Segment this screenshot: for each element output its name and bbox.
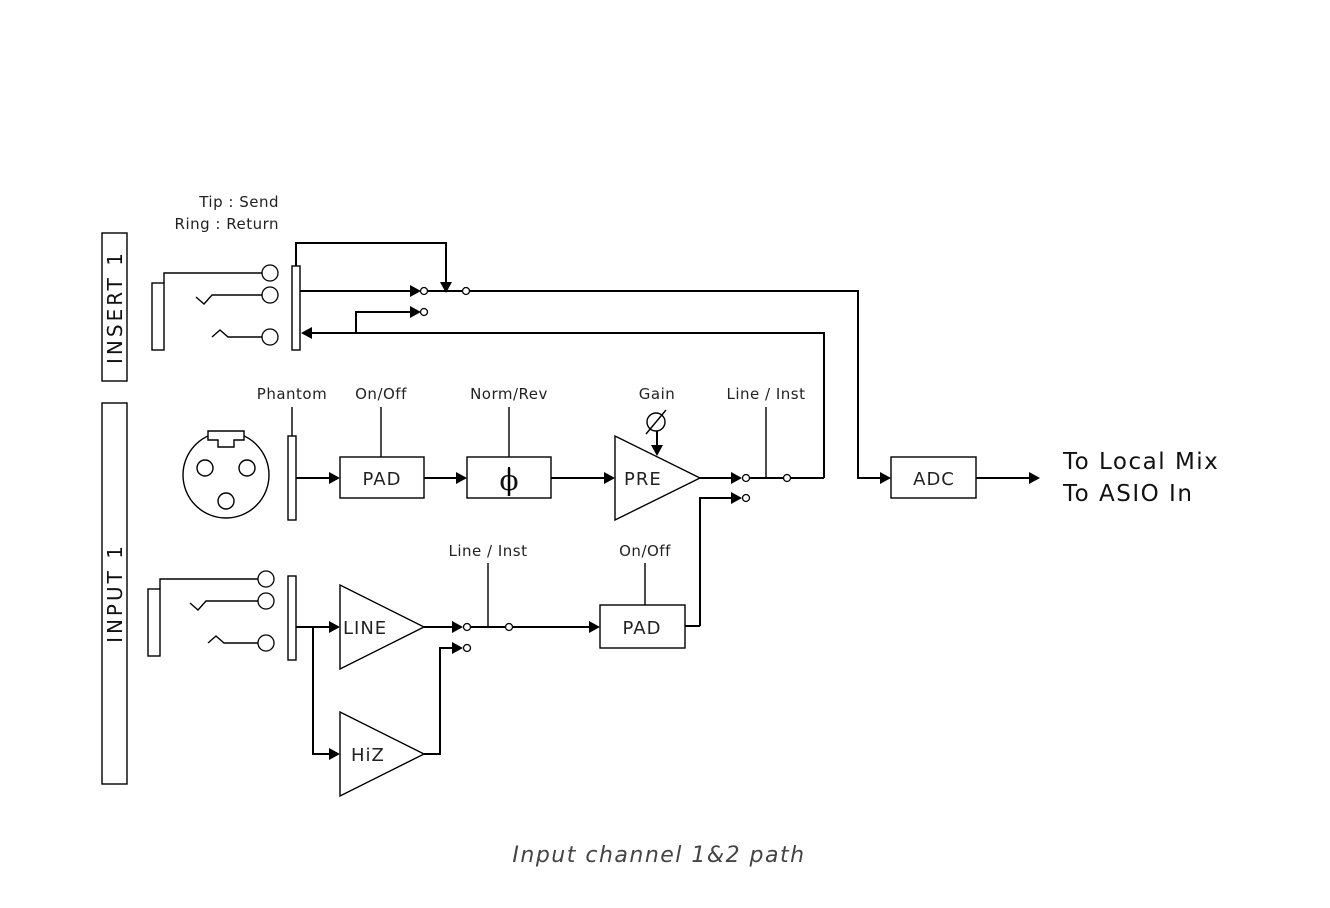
line-amp-text: LINE — [343, 618, 387, 639]
input-connector-bar — [287, 575, 297, 661]
return-arrow-icon — [301, 327, 312, 339]
arrow-icon — [452, 621, 463, 633]
arrow-icon — [329, 748, 340, 760]
pad2-block — [599, 604, 686, 649]
adc-block — [890, 456, 977, 499]
insert-section-label: INSERT 1 — [101, 232, 128, 382]
pad-block-text: PAD — [363, 469, 402, 490]
switch-contact — [741, 473, 751, 483]
arrow-icon — [452, 642, 463, 654]
arrow-icon — [410, 285, 421, 297]
switch-contact — [741, 493, 751, 503]
switch-contact — [462, 622, 472, 632]
phantom-bar — [287, 435, 297, 521]
output-arrow-icon — [1029, 472, 1040, 484]
norm-rev-label: Norm/Rev — [470, 385, 548, 403]
switch-contact — [462, 643, 472, 653]
to-asio-in-label: To ASIO In — [1062, 481, 1193, 507]
to-local-mix-label: To Local Mix — [1062, 449, 1219, 475]
pad2-block-text: PAD — [623, 618, 662, 639]
arrow-icon — [410, 306, 421, 318]
xlr-connector-icon — [182, 430, 270, 519]
arrow-icon — [651, 445, 663, 456]
pad-block — [339, 456, 425, 499]
input-trs-jack-icon — [147, 570, 275, 657]
adc-block-text: ADC — [913, 469, 955, 490]
arrow-icon — [731, 492, 742, 504]
switch-contact — [461, 286, 471, 296]
arrow-icon — [329, 621, 340, 633]
pad-on-off-label: On/Off — [355, 385, 407, 403]
switch-contact — [504, 622, 514, 632]
insert-connector-bar — [291, 265, 301, 351]
switch-contact — [782, 473, 792, 483]
hiz-amp-text: HiZ — [351, 745, 385, 766]
arrow-icon — [456, 472, 467, 484]
line-inst-bottom-label: Line / Inst — [449, 542, 528, 560]
phantom-label: Phantom — [257, 385, 327, 403]
arrow-icon — [880, 472, 891, 484]
arrow-icon — [589, 621, 600, 633]
switch-contact — [419, 286, 429, 296]
tip-send-label: Tip : Send — [198, 193, 279, 211]
arrow-icon — [604, 472, 615, 484]
input-section-text: INPUT 1 — [103, 543, 127, 643]
hiz-amp-block — [339, 710, 426, 798]
switch-contact — [419, 307, 429, 317]
line-amp-block — [339, 583, 426, 671]
gain-label: Gain — [639, 385, 676, 403]
line-inst-top-label: Line / Inst — [727, 385, 806, 403]
ring-return-label: Ring : Return — [175, 215, 279, 233]
pre-amp-text: PRE — [624, 469, 662, 490]
insert-trs-jack-icon — [151, 264, 279, 351]
pad2-on-off-label: On/Off — [619, 542, 671, 560]
input-section-label: INPUT 1 — [101, 402, 128, 785]
insert-section-text: INSERT 1 — [103, 250, 127, 364]
insert-switch-arrow-icon — [440, 282, 452, 293]
arrow-icon — [329, 472, 340, 484]
pre-amp-block — [614, 434, 702, 522]
gain-knob-icon — [645, 409, 667, 435]
arrow-icon — [731, 472, 742, 484]
diagram-caption: Input channel 1&2 path — [512, 843, 805, 868]
